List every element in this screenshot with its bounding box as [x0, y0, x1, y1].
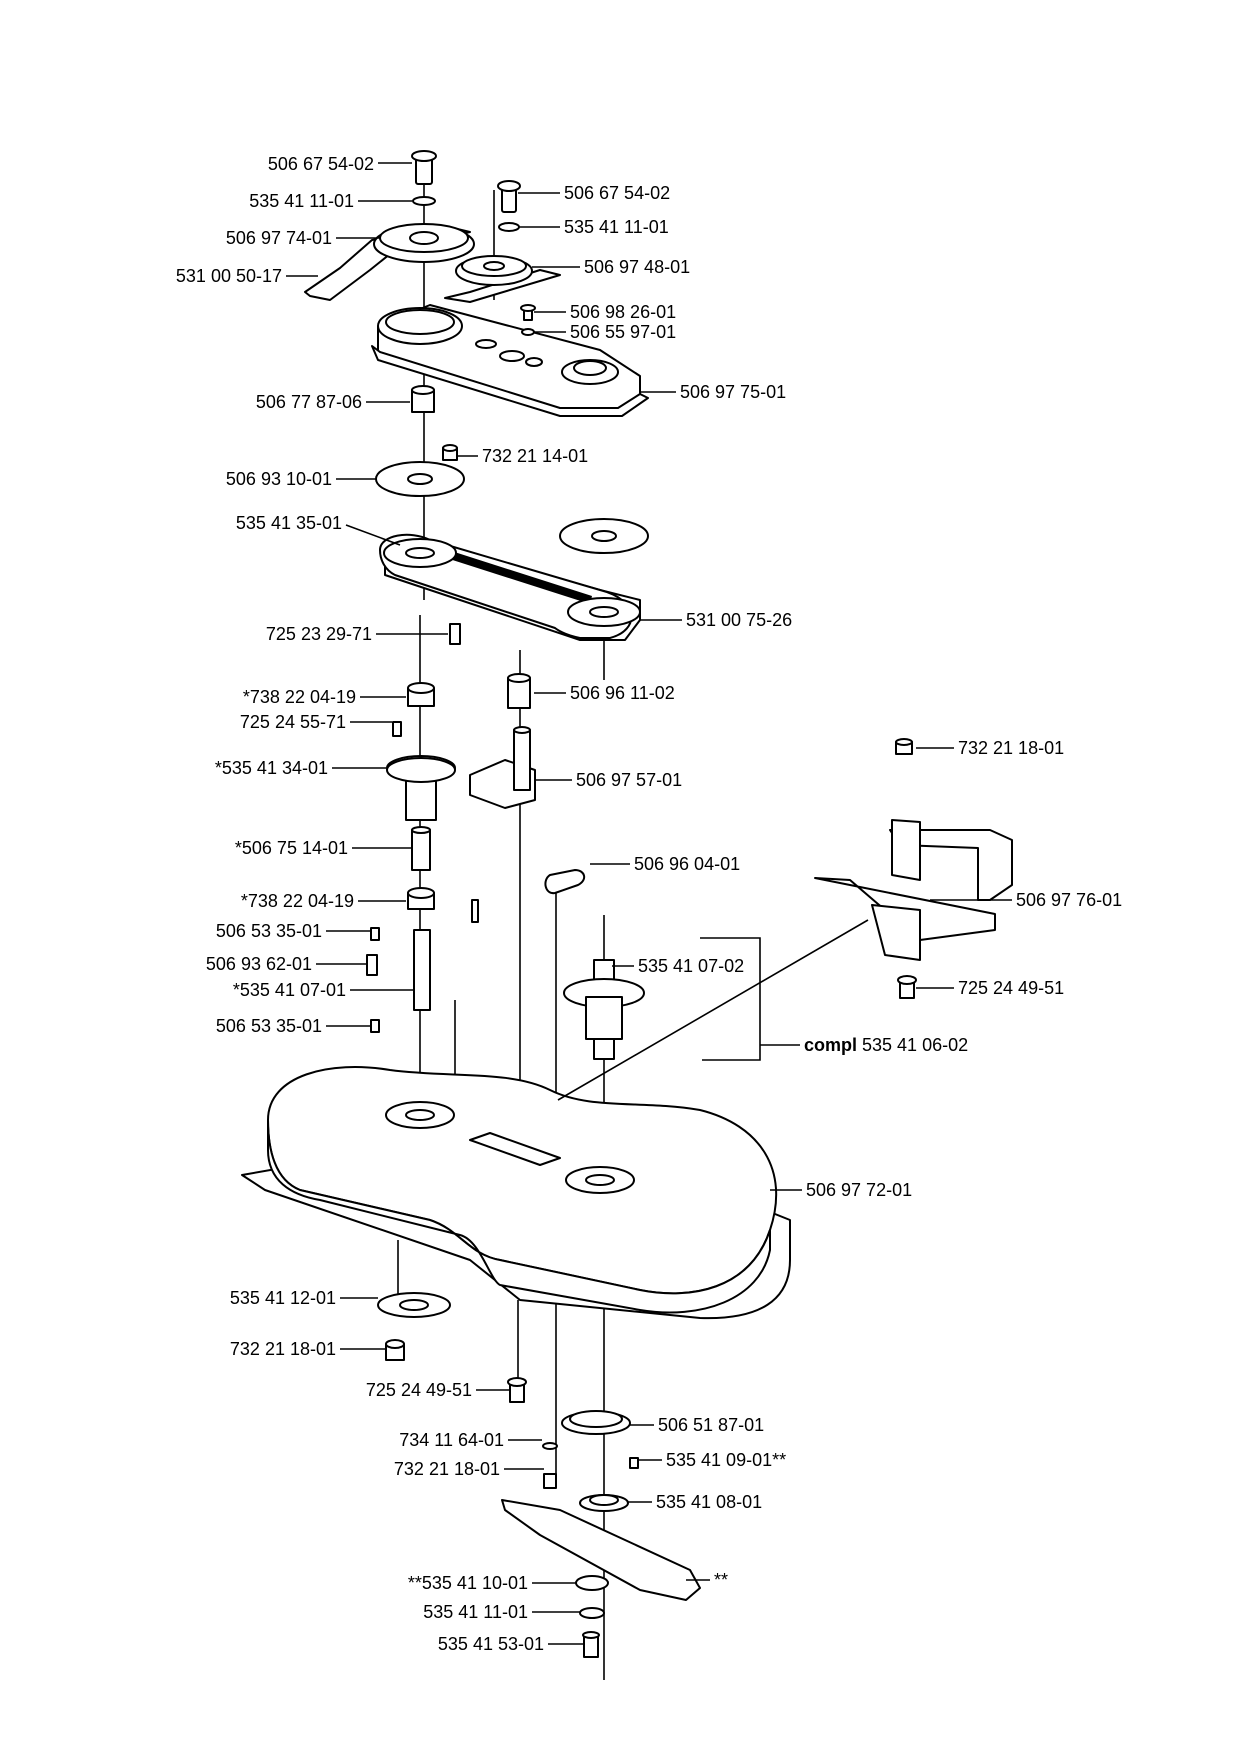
label-535-41-11-01-left: 535 41 11-01: [249, 191, 354, 211]
label-506-98-26-01: 506 98 26-01: [570, 302, 676, 322]
timing-belt-assembly: [379, 533, 641, 641]
label-506-97-75-01: 506 97 75-01: [680, 382, 786, 402]
label-506-67-54-02-left: 506 67 54-02: [268, 154, 374, 174]
label-531-00-75-26: 531 00 75-26: [686, 610, 792, 630]
label-506-93-62-01: 506 93 62-01: [206, 954, 312, 974]
label-506-75-14-01: *506 75 14-01: [235, 838, 348, 858]
label-535-41-07-01: *535 41 07-01: [233, 980, 346, 1000]
label-535-41-12-01: 535 41 12-01: [230, 1288, 336, 1308]
label-506-97-72-01: 506 97 72-01: [806, 1180, 912, 1200]
center-idler-parts: [469, 673, 586, 895]
label-506-96-11-02: 506 96 11-02: [570, 683, 675, 703]
deck-bracket: [814, 738, 1013, 999]
left-spindle-stack: [366, 623, 479, 1033]
label-blade-double-star: **: [714, 1570, 728, 1590]
label-506-53-35-01-lower: 506 53 35-01: [216, 1016, 322, 1036]
label-506-51-87-01: 506 51 87-01: [658, 1415, 764, 1435]
label-732-21-14-01: 732 21 14-01: [482, 446, 588, 466]
label-725-24-55-71: 725 24 55-71: [240, 712, 346, 732]
label-506-96-04-01: 506 96 04-01: [634, 854, 740, 874]
label-506-97-76-01: 506 97 76-01: [1016, 890, 1122, 910]
label-738-22-04-19-upper: *738 22 04-19: [243, 687, 356, 707]
label-506-97-57-01: 506 97 57-01: [576, 770, 682, 790]
right-spindle: [563, 959, 645, 1060]
label-compl-535-41-06-02: compl 535 41 06-02: [804, 1035, 968, 1055]
label-734-11-64-01: 734 11 64-01: [399, 1430, 504, 1450]
label-535-41-11-01-right: 535 41 11-01: [564, 217, 669, 237]
label-725-24-49-51-under: 725 24 49-51: [366, 1380, 472, 1400]
label-732-21-18-01-bracket: 732 21 18-01: [958, 738, 1064, 758]
label-732-21-18-01-under: 732 21 18-01: [230, 1339, 336, 1359]
label-506-93-10-01: 506 93 10-01: [226, 469, 332, 489]
label-725-24-49-51-bracket: 725 24 49-51: [958, 978, 1064, 998]
label-506-97-48-01: 506 97 48-01: [584, 257, 690, 277]
mower-deck: [241, 1066, 791, 1320]
label-535-41-07-02: 535 41 07-02: [638, 956, 744, 976]
label-738-22-04-19-lower: *738 22 04-19: [241, 891, 354, 911]
label-506-55-97-01: 506 55 97-01: [570, 322, 676, 342]
leader-lines: [286, 162, 1012, 1645]
label-506-53-35-01-upper: 506 53 35-01: [216, 921, 322, 941]
label-535-41-09-01: 535 41 09-01**: [666, 1450, 786, 1470]
part-number-labels: 506 67 54-02 535 41 11-01 506 97 74-01 5…: [176, 154, 1122, 1654]
label-535-41-34-01: *535 41 34-01: [215, 758, 328, 778]
lower-blade-assembly: [377, 1292, 701, 1658]
upper-spacers: [375, 385, 649, 554]
label-535-41-11-01-lower: 535 41 11-01: [423, 1602, 528, 1622]
label-531-00-50-17: 531 00 50-17: [176, 266, 282, 286]
compl-group-lines: [557, 919, 869, 1101]
label-535-41-53-01: 535 41 53-01: [438, 1634, 544, 1654]
label-535-41-35-01: 535 41 35-01: [236, 513, 342, 533]
label-506-97-74-01: 506 97 74-01: [226, 228, 332, 248]
label-535-41-08-01: 535 41 08-01: [656, 1492, 762, 1512]
top-cover: [371, 304, 649, 417]
label-506-77-87-06: 506 77 87-06: [256, 392, 362, 412]
top-pulley-assembly: [304, 150, 561, 303]
label-732-21-18-01-lower: 732 21 18-01: [394, 1459, 500, 1479]
label-535-41-10-01: **535 41 10-01: [408, 1573, 528, 1593]
label-725-23-29-71: 725 23 29-71: [266, 624, 372, 644]
label-506-67-54-02-right: 506 67 54-02: [564, 183, 670, 203]
